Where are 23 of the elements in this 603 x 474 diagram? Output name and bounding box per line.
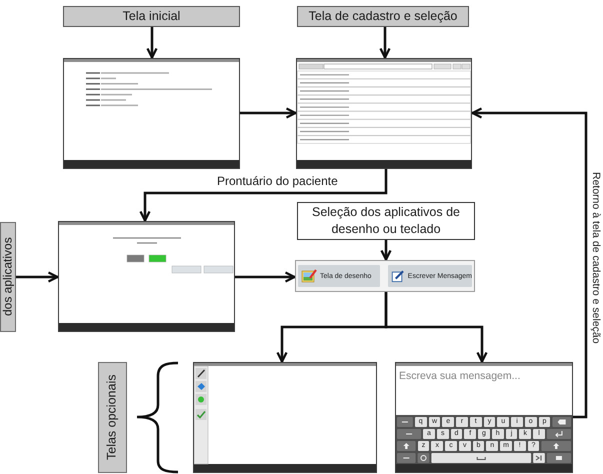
- arrow: [240, 107, 297, 119]
- arrow: [139, 169, 388, 222]
- section-title-box: Tela de cadastro e seleção: [297, 6, 469, 27]
- edge-label: Retorno à tela de cadastro e seleção: [589, 172, 602, 344]
- app-selection-panel: [295, 260, 475, 292]
- arrow: [16, 271, 59, 283]
- arrow: [471, 107, 588, 418]
- tablet-screenshot: [58, 221, 235, 332]
- arrow: [379, 27, 391, 59]
- edge-label: Prontuário do paciente: [217, 173, 338, 189]
- arrow: [380, 240, 392, 261]
- section-title-box: dos aplicativos: [0, 222, 16, 332]
- arrow: [146, 27, 158, 59]
- section-title-box: Telas opcionais: [98, 362, 127, 473]
- tablet-screenshot: [193, 362, 377, 473]
- process-box: Seleção dos aplicativos de desenho ou teclado: [297, 202, 475, 240]
- arrow: [384, 292, 488, 363]
- tablet-screenshot: [395, 362, 573, 473]
- tablet-screenshot: [296, 58, 472, 169]
- tablet-screenshot: [63, 58, 240, 169]
- arrow: [235, 271, 296, 283]
- section-title-box: Tela inicial: [63, 6, 240, 27]
- message-input-field: Escreva sua mensagem...: [396, 366, 572, 414]
